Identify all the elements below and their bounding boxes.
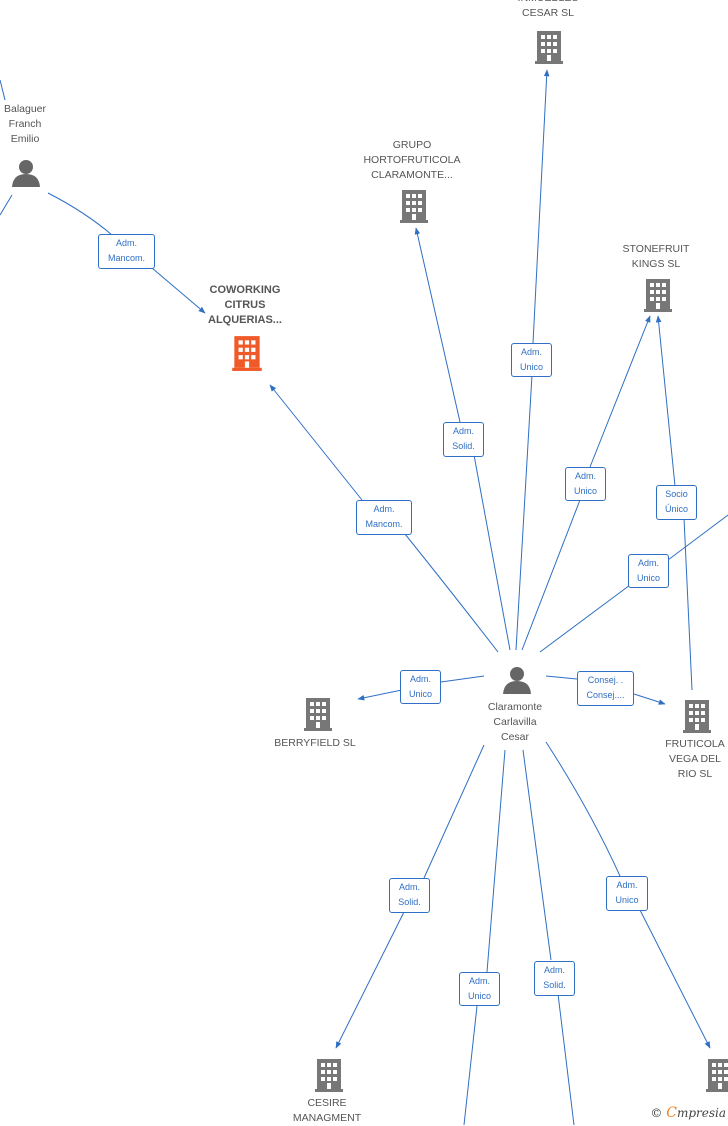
edge-label-cesire[interactable]: Adm. Solid.	[389, 878, 430, 913]
edge-label-stonefruit-socio[interactable]: Socio Único	[656, 485, 697, 520]
edge-line-balaguer-down	[0, 194, 13, 216]
edge-line-grupo	[416, 228, 511, 651]
building-icon[interactable]	[642, 277, 674, 313]
edge-line-cesire	[336, 744, 485, 1048]
building-icon[interactable]	[533, 29, 565, 65]
node-label-balaguer[interactable]: Balaguer Franch Emilio	[3, 103, 47, 145]
building-icon[interactable]	[313, 1057, 345, 1093]
building-icon[interactable]	[302, 696, 334, 732]
edge-line-inmuebles	[515, 70, 547, 651]
edge-label-inmuebles[interactable]: Adm. Unico	[511, 343, 552, 377]
edge-label-berryfield[interactable]: Adm. Unico	[400, 670, 441, 704]
building-icon-focus[interactable]	[230, 334, 264, 372]
brand-initial: C	[666, 1105, 677, 1121]
node-label-stonefruit[interactable]: STONEFRUIT KINGS SL	[622, 243, 690, 270]
node-label-berryfield[interactable]: BERRYFIELD SL	[274, 737, 356, 749]
edge-line-coworking	[270, 385, 499, 653]
building-icon[interactable]	[398, 188, 430, 224]
node-label-claramonte[interactable]: Claramonte Carlavilla Cesar	[487, 701, 543, 743]
edge-label-balaguer-coworking[interactable]: Adm. Mancom.	[98, 234, 155, 269]
node-label-coworking[interactable]: COWORKING CITRUS ALQUERIAS...	[208, 284, 282, 326]
edge-line-right-adm	[539, 514, 728, 653]
edge-label-stonefruit-adm[interactable]: Adm. Unico	[565, 467, 606, 501]
node-label-grupo[interactable]: GRUPO HORTOFRUTICOLA CLARAMONTE...	[363, 139, 461, 181]
edge-line-bottom-adm	[463, 749, 506, 1125]
person-icon[interactable]	[501, 665, 533, 695]
edge-line-fruticola	[545, 675, 665, 704]
node-label-cesire[interactable]: CESIRE MANAGMENT	[292, 1097, 362, 1124]
building-icon[interactable]	[681, 698, 713, 734]
person-icon[interactable]	[10, 158, 42, 188]
edge-label-bottom-adm[interactable]: Adm. Unico	[459, 972, 500, 1006]
edge-label-bottom-solid[interactable]: Adm. Solid.	[534, 961, 575, 996]
edge-label-grupo[interactable]: Adm. Solid.	[443, 422, 484, 457]
edge-line-stonefruit-adm	[521, 316, 650, 651]
brand-logo: © Cmpresia	[650, 1105, 726, 1121]
edge-label-bottom-right[interactable]: Adm. Unico	[606, 876, 648, 911]
edge-line-bottom-right	[545, 741, 710, 1048]
edge-line-bottom-solid	[522, 749, 575, 1125]
edge-label-coworking[interactable]: Adm. Mancom.	[356, 500, 412, 535]
brand-name: mpresia	[676, 1106, 726, 1120]
edge-line-balaguer-left	[0, 79, 6, 101]
edge-label-right-adm[interactable]: Adm. Unico	[628, 554, 669, 588]
copyright-symbol: ©	[650, 1106, 663, 1120]
node-label-fruticola[interactable]: FRUTICOLA VEGA DEL RIO SL	[665, 738, 725, 780]
edge-label-fruticola[interactable]: Consej. . Consej....	[577, 671, 634, 706]
building-icon[interactable]	[704, 1057, 728, 1093]
node-label-inmuebles[interactable]: INMUEBLES CESAR SL	[518, 0, 579, 19]
edge-line-berryfield	[358, 675, 485, 699]
edge-line-balaguer-coworking	[47, 192, 205, 313]
